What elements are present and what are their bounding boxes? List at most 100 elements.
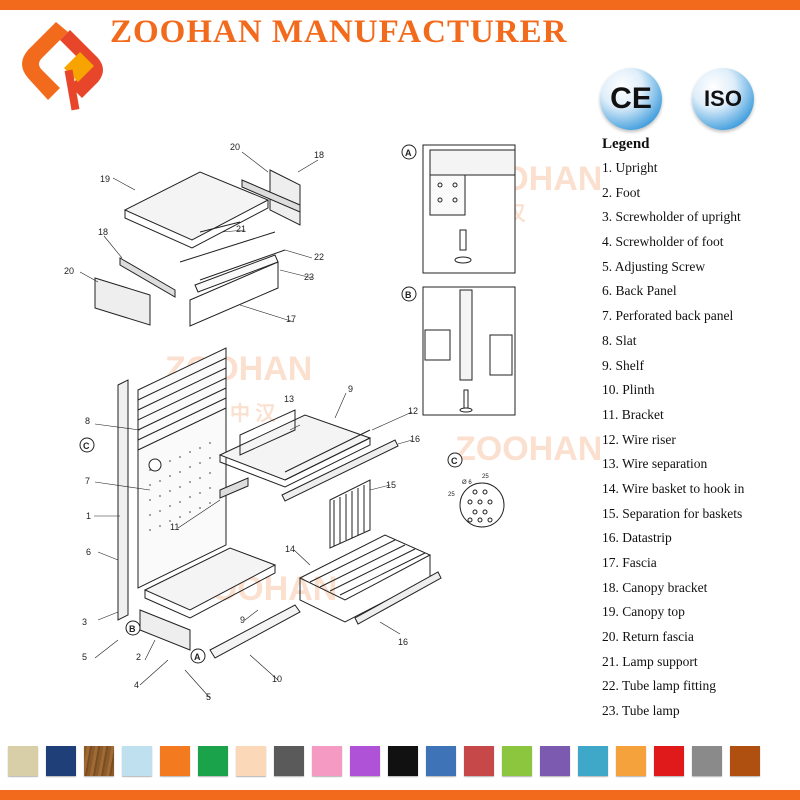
callout-label: 16 (398, 637, 408, 647)
callout-label: 18 (314, 150, 324, 160)
color-swatch (730, 746, 760, 776)
datastrip (281, 439, 399, 502)
legend: Legend 1. Upright 2. Foot 3. Screwholder… (602, 132, 798, 724)
callout-label: 1 (86, 511, 91, 521)
datastrip (354, 571, 442, 625)
detail-c-perforation (459, 482, 505, 528)
legend-item: 14. Wire basket to hook in (602, 480, 745, 496)
wire-basket (298, 534, 432, 623)
callout-label: 7 (85, 476, 90, 486)
detail-a-panel (422, 144, 516, 274)
callout-label: 9 (240, 615, 245, 625)
color-swatch (46, 746, 76, 776)
legend-item: 9. Shelf (602, 357, 644, 373)
legend-item: 20. Return fascia (602, 629, 694, 645)
bracket (219, 477, 249, 499)
detail-b-label: B (405, 290, 412, 300)
color-swatch (84, 746, 114, 776)
callout-label: 10 (272, 674, 282, 684)
detail-c-label: C (451, 456, 458, 466)
upright (117, 379, 129, 621)
callout-label: 8 (85, 416, 90, 426)
color-swatch (426, 746, 456, 776)
callout-label: 18 (98, 227, 108, 237)
color-swatch (236, 746, 266, 776)
dimension-label: 25 (448, 492, 455, 498)
color-swatch (502, 746, 532, 776)
callout-label: 3 (82, 617, 87, 627)
color-swatch (198, 746, 228, 776)
detail-a-label: A (405, 148, 412, 158)
iso-certification-badge: ISO (692, 68, 754, 130)
callout-label: 22 (314, 252, 324, 262)
callout-label: 15 (386, 480, 396, 490)
zoohan-logo (22, 22, 103, 111)
callout-label: 5 (82, 652, 87, 662)
legend-list: 1. Upright 2. Foot 3. Screwholder of upr… (602, 156, 798, 724)
legend-item: 15. Separation for baskets (602, 505, 743, 521)
legend-item: 11. Bracket (602, 406, 664, 422)
top-banner-bar (0, 0, 800, 10)
color-swatch (692, 746, 722, 776)
brand-title: ZOOHAN MANUFACTURER (110, 14, 568, 50)
plinth (209, 604, 301, 659)
callout-label: 14 (285, 544, 295, 554)
legend-item: 22. Tube lamp fitting (602, 678, 717, 694)
legend-item: 1. Upright (602, 160, 658, 175)
ce-certification-badge: CE (600, 68, 662, 130)
color-swatch (274, 746, 304, 776)
leader-lines (79, 151, 413, 699)
callout-label: 4 (134, 680, 139, 690)
legend-item: 2. Foot (602, 184, 641, 200)
legend-item: 8. Slat (602, 332, 637, 348)
dimension-label: Ø 6 (462, 480, 472, 486)
detail-b-marker (401, 286, 417, 302)
shelf (219, 438, 371, 488)
legend-item: 4. Screwholder of foot (602, 234, 724, 250)
legend-item: 7. Perforated back panel (602, 308, 734, 324)
detail-a-label: A (194, 652, 201, 662)
legend-item: 10. Plinth (602, 382, 655, 398)
callout-label: 9 (348, 384, 353, 394)
callout-label: 2 (136, 652, 141, 662)
detail-c-label: C (83, 441, 90, 451)
separation-for-baskets (329, 479, 371, 549)
color-swatch (654, 746, 684, 776)
color-swatch (350, 746, 380, 776)
lamp-support (179, 221, 286, 281)
detail-b-label: B (129, 624, 136, 634)
detail-c-marker (79, 437, 95, 453)
callout-label: 19 (100, 174, 110, 184)
color-swatch (616, 746, 646, 776)
perforated-back-panel (149, 442, 211, 531)
canopy-top (123, 171, 270, 249)
color-swatch (388, 746, 418, 776)
shelf (144, 565, 276, 619)
detail-c-marker (447, 452, 463, 468)
canopy-bracket (119, 257, 176, 298)
callout-label: 20 (64, 266, 74, 276)
back-panel (137, 347, 227, 589)
watermark: ZOOHAN (455, 430, 600, 468)
watermark-cn: 中 汉 (230, 401, 277, 425)
return-fascia (94, 277, 151, 326)
foot (139, 609, 191, 651)
legend-item: 12. Wire riser (602, 431, 676, 447)
color-swatch (122, 746, 152, 776)
canopy-bracket (241, 179, 301, 213)
callout-label: 13 (284, 394, 294, 404)
color-swatch (540, 746, 570, 776)
color-swatch (160, 746, 190, 776)
detail-b-panel (422, 286, 516, 416)
detail-c-marker (148, 458, 162, 472)
legend-item: 16. Datastrip (602, 530, 672, 546)
callout-label: 20 (230, 142, 240, 152)
callout-label: 5 (206, 692, 211, 702)
color-swatches (8, 746, 794, 776)
wire-separation (239, 409, 296, 456)
color-swatch (464, 746, 494, 776)
legend-title: Legend (602, 136, 650, 152)
detail-a-marker (190, 648, 206, 664)
detail-b-marker (125, 620, 141, 636)
shelving-exploded-diagram: ZOOHAN ZOOHAN ZOOHAN ZOOHAN 中 汉 中 汉 (64, 142, 600, 702)
